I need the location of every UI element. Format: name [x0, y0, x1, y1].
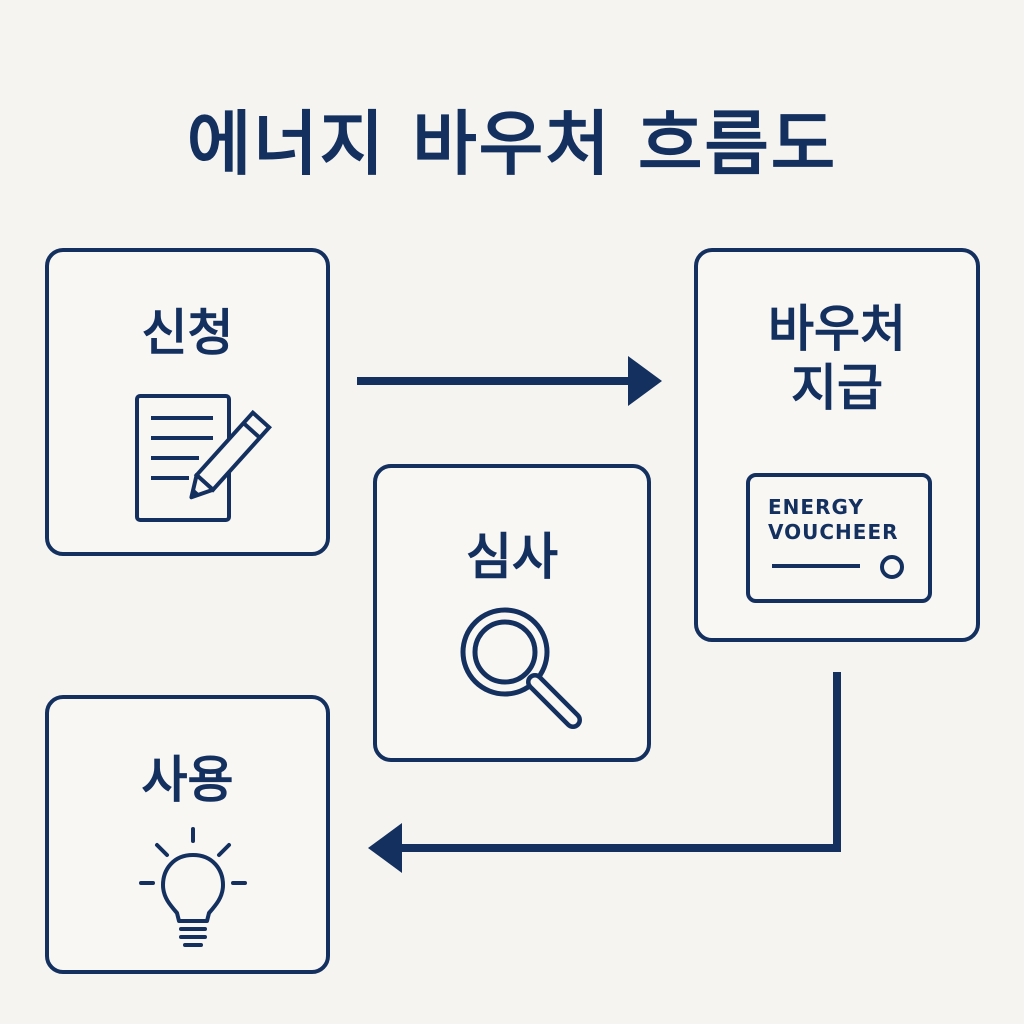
arrow-apply-to-issue — [357, 356, 662, 406]
step-issue-label-line-1: 바우처 — [768, 300, 906, 358]
step-use-label: 사용 — [141, 751, 234, 809]
arrow-issue-to-use — [368, 672, 841, 873]
step-use-box: 사용 — [45, 695, 330, 974]
lightbulb-icon — [139, 827, 247, 947]
step-review-box: 심사 — [373, 464, 651, 762]
voucher-card-line — [772, 564, 860, 568]
step-apply-label: 신청 — [141, 304, 234, 362]
voucher-card-text-line-1: ENERGY — [768, 495, 864, 519]
step-issue-label-line-2: 지급 — [791, 359, 883, 417]
diagram-title: 에너지 바우처 흐름도 — [186, 103, 838, 185]
voucher-card-text-line-2: VOUCHEER — [768, 520, 899, 544]
step-review-label: 심사 — [466, 528, 558, 586]
step-apply-box: 신청 — [45, 248, 330, 556]
document-pencil-icon — [135, 394, 272, 522]
magnifier-icon — [460, 607, 582, 729]
voucher-card-circle — [880, 555, 904, 579]
